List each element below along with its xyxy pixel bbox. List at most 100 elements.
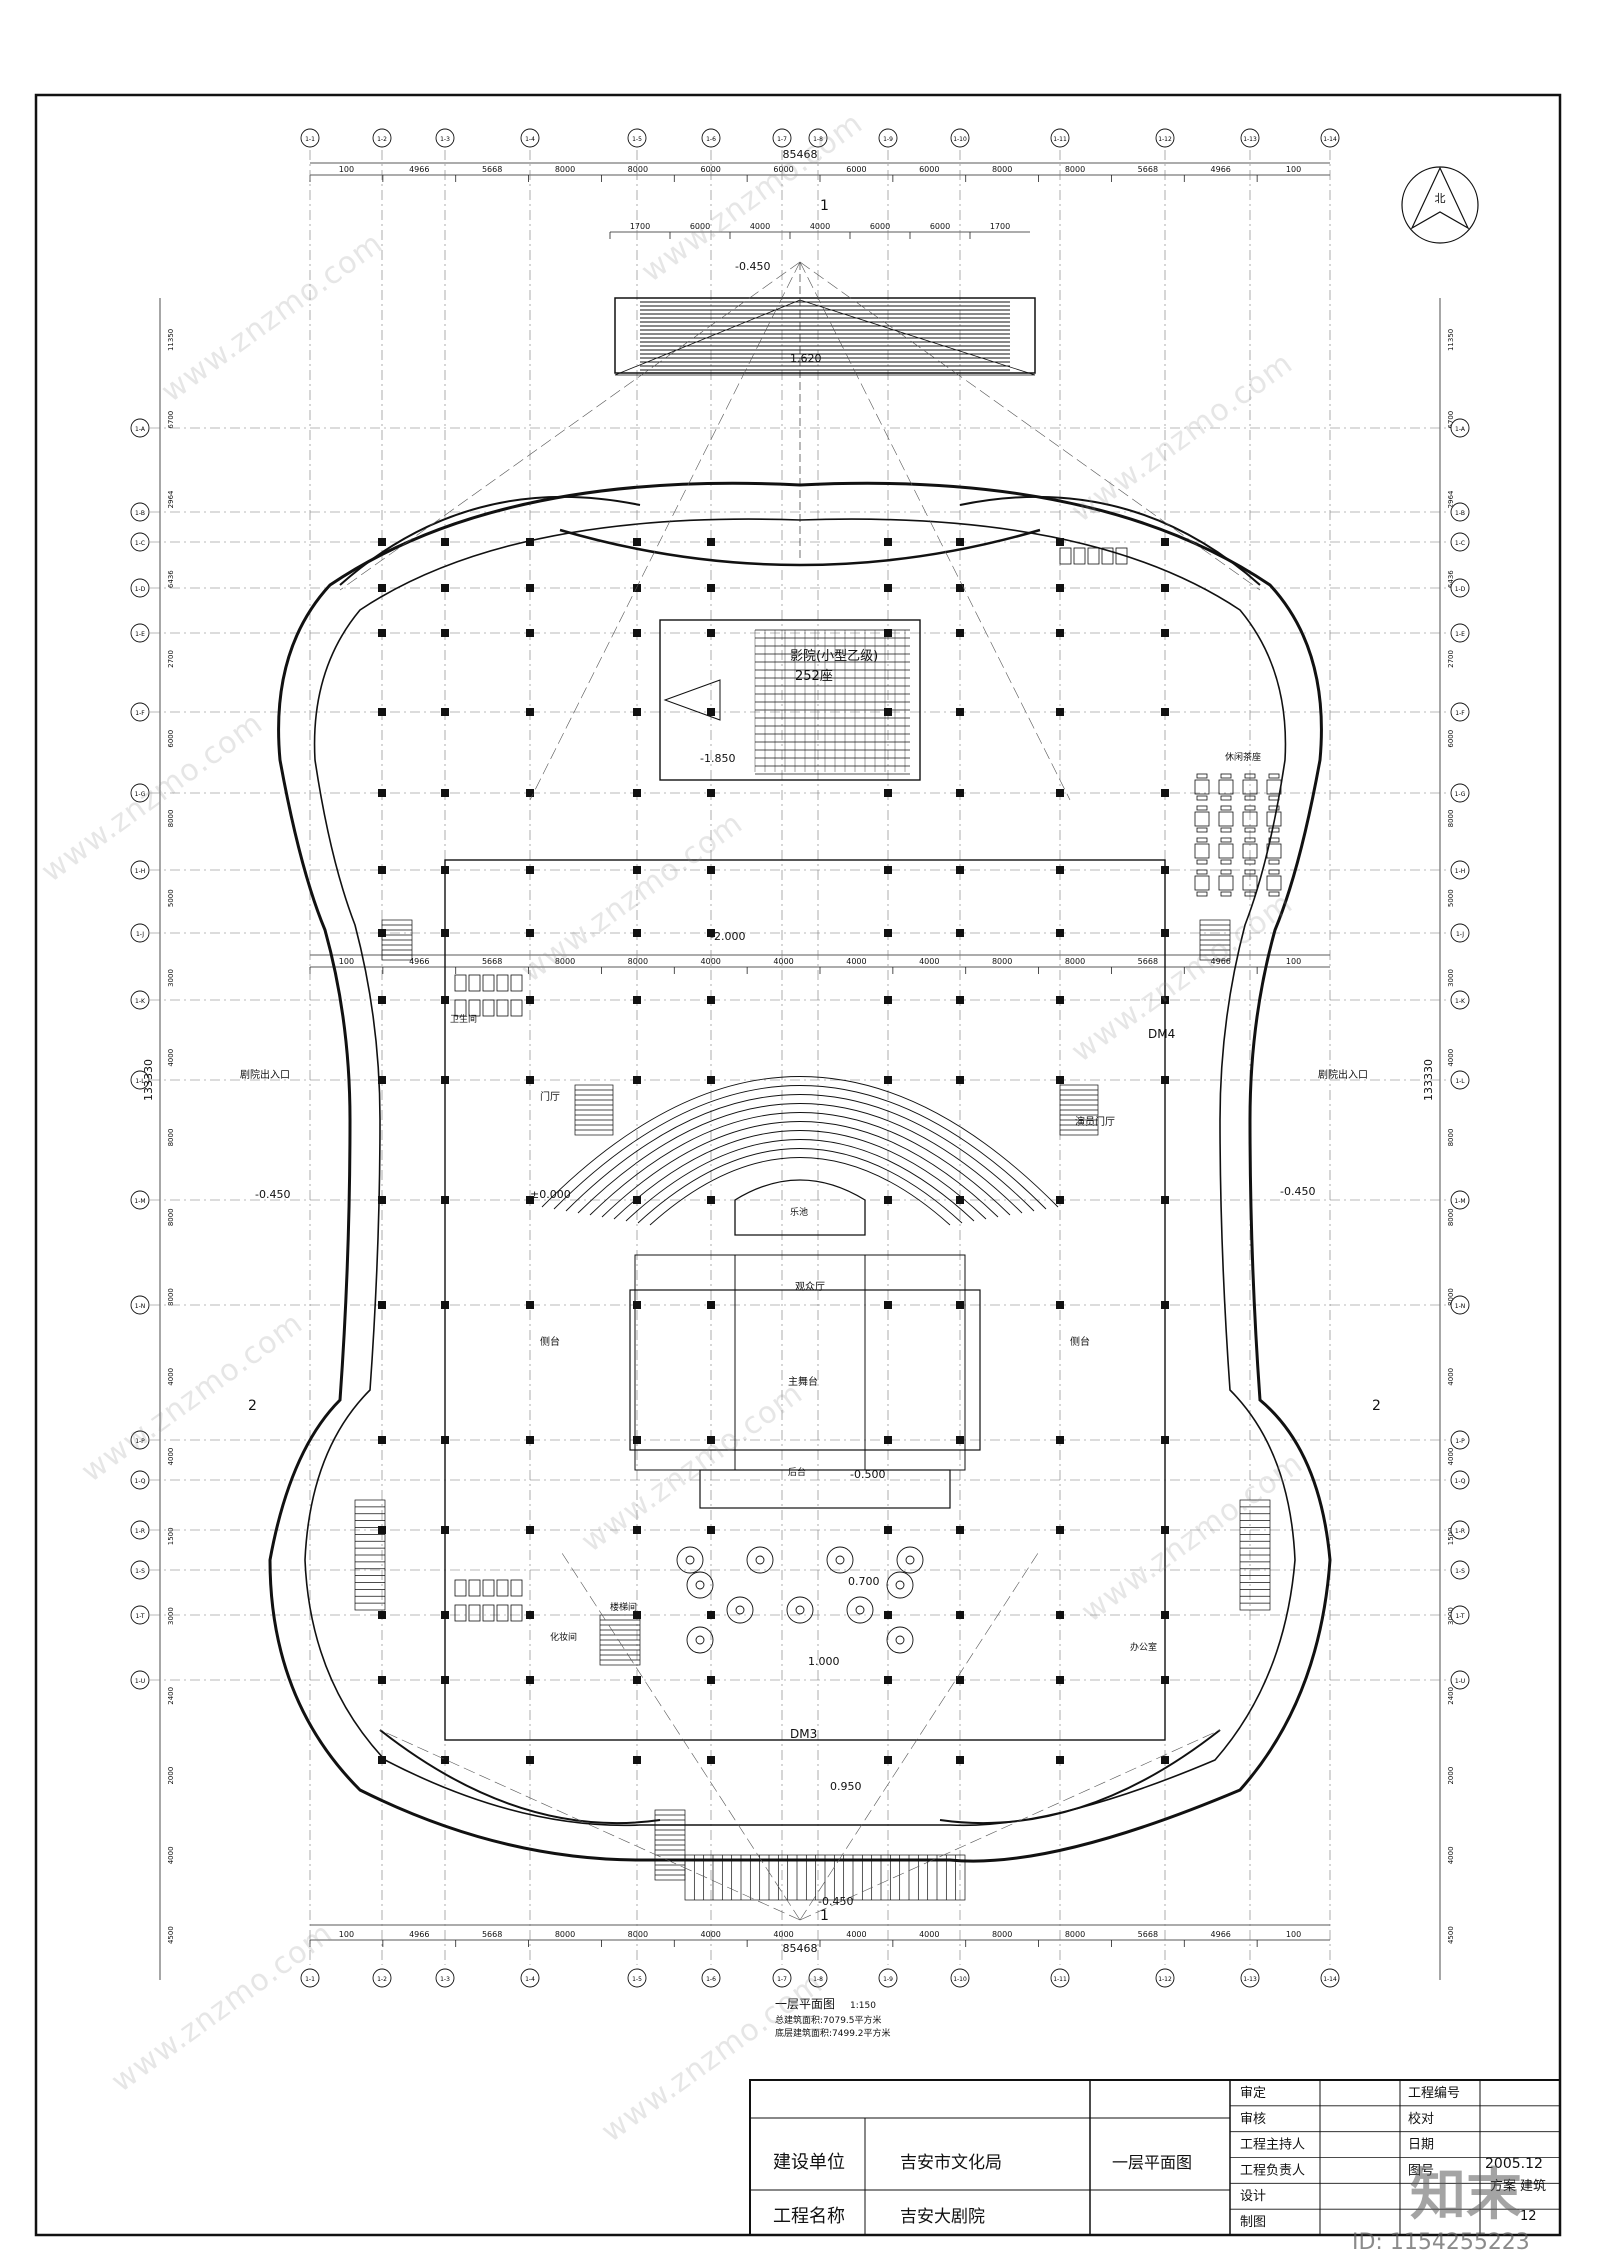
- dimension-value: 6700: [167, 411, 175, 429]
- dimension-value: 4966: [1211, 165, 1231, 174]
- date-value: 2005.12: [1485, 2156, 1543, 2172]
- cinema-label: 影院(小型乙级): [790, 649, 878, 664]
- titleblock-field-label: 工程编号: [1408, 2086, 1460, 2101]
- axis-bubble-label: 1-1: [305, 1976, 315, 1983]
- axis-bubble: [130, 623, 150, 643]
- dimension-value: 1700: [630, 222, 650, 231]
- axis-bubble-label: 1-K: [1455, 998, 1466, 1005]
- dimension-value: 4500: [1447, 1926, 1455, 1944]
- dimension-value: 8000: [167, 810, 175, 828]
- signoff-label: 制图: [1240, 2215, 1266, 2230]
- axis-bubble-label: 1-R: [1455, 1528, 1465, 1535]
- dimension-value: 5668: [482, 1930, 502, 1939]
- axis-bubble: [130, 1520, 150, 1540]
- dimension-value: 100: [1286, 957, 1301, 966]
- axis-bubble-label: 1-J: [136, 931, 144, 938]
- dimension-value: 4000: [810, 222, 830, 231]
- axis-bubble-label: 1-6: [706, 136, 716, 143]
- axis-bubble-label: 1-E: [135, 631, 145, 638]
- dimension-value: 6000: [773, 165, 793, 174]
- dm4-label: DM4: [1148, 1027, 1175, 1041]
- titleblock-field-label: 日期: [1408, 2138, 1434, 2153]
- axis-bubble-label: 1-L: [1455, 1078, 1465, 1085]
- signoff-label: 审定: [1240, 2086, 1266, 2101]
- axis-bubble-label: 1-F: [135, 710, 145, 717]
- dimension-value: 8000: [992, 1930, 1012, 1939]
- axis-bubble-label: 1-13: [1243, 136, 1257, 143]
- level-backstage-pit: -0.500: [850, 1468, 885, 1481]
- section-2-right: 2: [1372, 1398, 1381, 1414]
- axis-bubble-label: 1-S: [1455, 1568, 1465, 1575]
- project-label: 工程名称: [773, 2206, 845, 2227]
- office-label: 办公室: [1130, 1641, 1157, 1653]
- level-top: -0.450: [735, 260, 770, 273]
- axis-bubble: [808, 1968, 828, 1988]
- dimension-value: 8000: [628, 1930, 648, 1939]
- axis-bubble: [1450, 1560, 1470, 1580]
- total-width-bottom: 85468: [783, 1942, 818, 1955]
- axis-bubble-label: 1-11: [1053, 1976, 1067, 1983]
- client-value: 吉安市文化局: [900, 2153, 1002, 2173]
- axis-bubble: [130, 1295, 150, 1315]
- axis-bubble: [520, 128, 540, 148]
- building-outline: [268, 481, 1332, 1863]
- axis-bubble: [1450, 1430, 1470, 1450]
- main-hall-label: 观众厅: [795, 1281, 825, 1293]
- axis-bubble-label: 1-9: [883, 1976, 893, 1983]
- dimension-value: 2000: [1447, 1767, 1455, 1785]
- dimension-value: 6000: [1447, 730, 1455, 748]
- north-arrow-label: 北: [1435, 192, 1446, 205]
- outer-wall: [268, 481, 1332, 1863]
- section-1-top: 1: [820, 198, 829, 214]
- signoff-label: 工程主持人: [1240, 2138, 1305, 2153]
- dimension-value: 4000: [919, 1930, 939, 1939]
- dimension-value: 8000: [628, 165, 648, 174]
- axis-bubble-label: 1-8: [813, 136, 823, 143]
- dimension-value: 8000: [1447, 1208, 1455, 1226]
- dimension-value: 4966: [409, 1930, 429, 1939]
- axis-bubble: [372, 128, 392, 148]
- titleblock-field-label: 校对: [1408, 2111, 1434, 2127]
- dimension-value: 5668: [482, 957, 502, 966]
- dimension-value: 4966: [1211, 957, 1231, 966]
- axis-bubble-label: 1-2: [377, 1976, 387, 1983]
- dimension-value: 4000: [1447, 1448, 1455, 1466]
- drawing-name: 一层平面图: [1112, 2153, 1192, 2172]
- axis-bubble: [435, 128, 455, 148]
- toilet-label: 卫生间: [450, 1013, 477, 1025]
- dimension-value: 6000: [870, 222, 890, 231]
- axis-bubble: [878, 128, 898, 148]
- axis-bubble-label: 1-7: [777, 136, 787, 143]
- dimension-value: 4000: [167, 1368, 175, 1386]
- dimension-value: 4000: [846, 957, 866, 966]
- stair-label: 楼梯间: [610, 1601, 637, 1613]
- axis-bubble: [130, 1190, 150, 1210]
- dimension-value: 4000: [701, 957, 721, 966]
- axis-bubble-label: 1-E: [1455, 631, 1465, 638]
- level-south: 0.950: [830, 1780, 862, 1793]
- dimension-value: 8000: [1447, 1288, 1455, 1306]
- axis-bubble: [1450, 1470, 1470, 1490]
- dimension-value: 8000: [167, 1288, 175, 1306]
- radial-guides: [339, 261, 1261, 1921]
- axis-bubble: [701, 1968, 721, 1988]
- project-value: 吉安大剧院: [900, 2207, 985, 2227]
- level-stage: 1.000: [808, 1655, 840, 1668]
- axis-bubble-label: 1-N: [135, 1303, 145, 1310]
- dimension-value: 11350: [167, 329, 175, 351]
- cinema-seating: [659, 619, 921, 781]
- lobby-planters: [676, 1546, 924, 1654]
- axis-bubble-label: 1-F: [1455, 710, 1465, 717]
- small-lobby-label: 演员门厅: [1075, 1115, 1115, 1128]
- dimension-value: 4000: [167, 1846, 175, 1864]
- axis-bubble-label: 1-C: [1455, 540, 1465, 547]
- axis-bubble: [130, 702, 150, 722]
- axis-bubble-label: 1-12: [1158, 136, 1172, 143]
- axis-bubble-label: 1-8: [813, 1976, 823, 1983]
- dimension-value: 2700: [167, 650, 175, 668]
- axis-bubble-label: 1-S: [135, 1568, 145, 1575]
- axis-bubble: [130, 923, 150, 943]
- level-south-outside: -0.450: [818, 1895, 853, 1908]
- dimension-value: 8000: [1447, 810, 1455, 828]
